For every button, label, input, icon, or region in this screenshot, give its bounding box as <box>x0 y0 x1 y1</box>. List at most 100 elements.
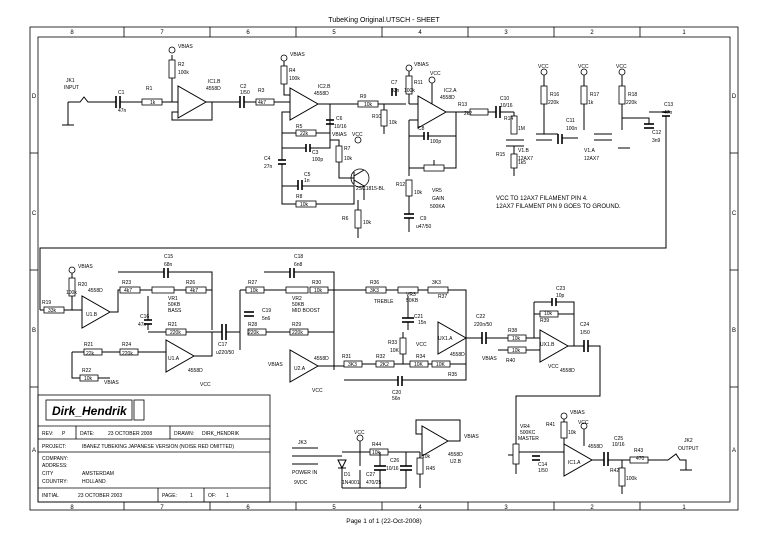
outer-border <box>29 26 739 511</box>
label-vbias: VBIAS <box>104 380 119 386</box>
label-c25: C25 <box>614 436 623 442</box>
label-c2v: 1/50 <box>240 90 250 96</box>
col-label: 3 <box>504 505 508 511</box>
label-c14: C14 <box>538 462 547 468</box>
output-stage <box>508 412 692 494</box>
inner-border <box>37 36 731 503</box>
page-value: 1 <box>190 493 193 499</box>
label-u2ap: 4558D <box>314 356 329 362</box>
company-label: COMPANY: <box>42 456 68 462</box>
label-c3: C3 <box>312 150 319 156</box>
initial-value: 23 OCTOBER 2003 <box>78 493 122 499</box>
label-vcc: VCC <box>200 382 211 388</box>
label-vr2: VR2 <box>292 296 302 302</box>
col-label: 6 <box>246 30 250 36</box>
col-label: 8 <box>70 30 74 36</box>
col-label: 5 <box>332 30 336 36</box>
label-d1: D1 <box>344 472 351 478</box>
label-r31: R31 <box>342 354 351 360</box>
label-c8v: 100p <box>430 139 441 145</box>
label-r27v: 10k <box>250 288 259 294</box>
label-r8: R8 <box>296 194 303 200</box>
label-r29v: 220k <box>292 330 303 336</box>
col-label: 1 <box>682 30 686 36</box>
label-vr3v: 50KB <box>406 298 419 304</box>
label-r15: R15 <box>496 152 505 158</box>
label-vbias: VBIAS <box>290 52 305 58</box>
label-vcc: VCC <box>538 64 549 70</box>
label-vcc: VCC <box>548 364 559 370</box>
label-vr5: VR5 <box>432 188 442 194</box>
label-r17: R17 <box>590 92 599 98</box>
label-c17: C17 <box>218 342 227 348</box>
row-label: D <box>32 94 37 100</box>
column-labels: 8 7 6 5 4 3 2 1 8 7 6 5 4 3 2 1 <box>70 30 686 511</box>
label-r41v: 10k <box>568 430 577 436</box>
label-r24v: 220k <box>170 330 181 336</box>
label-c9v: u47/50 <box>416 224 432 230</box>
label-r28: R28 <box>248 322 257 328</box>
tone-stage <box>40 266 601 420</box>
label-vbias: VBIAS <box>570 410 585 416</box>
label-r11v: 100k <box>404 88 415 94</box>
label-r19: R19 <box>42 300 51 306</box>
label-r15v: 1k5 <box>518 160 526 166</box>
label-vbias: VBIAS <box>414 62 429 68</box>
label-r1v: 1k <box>150 100 156 106</box>
label-c8: C8 <box>418 126 425 132</box>
label-r5: R5 <box>296 124 303 130</box>
label-vbias: VBIAS <box>332 132 347 138</box>
label-r33: R33 <box>388 340 397 346</box>
label-c3v: 100p <box>312 157 323 163</box>
label-v1b: V1.B <box>518 148 530 154</box>
label-ic2bp: 4558D <box>314 91 329 97</box>
input-stage <box>39 46 670 310</box>
col-label: 4 <box>418 30 422 36</box>
label-ic1bp: 4558D <box>206 86 221 92</box>
label-r14v: 1M <box>518 126 525 132</box>
label-vbias: VBIAS <box>268 362 283 368</box>
label-r21: R21 <box>168 322 177 328</box>
label-r7: R7 <box>344 146 351 152</box>
label-vcc: VCC <box>578 64 589 70</box>
label-c4: C4 <box>264 156 271 162</box>
of-label: OF: <box>208 493 216 499</box>
col-label: 2 <box>590 30 594 36</box>
label-c23v: 10p <box>556 293 565 299</box>
label-c27: C27 <box>366 472 375 478</box>
label-c20: C20 <box>392 390 401 396</box>
sheet-footer: Page 1 of 1 (22-Oct-2008) <box>346 518 422 525</box>
label-r28v: 220k <box>248 330 259 336</box>
label-c7v: 33n <box>391 88 400 94</box>
label-r41: R41 <box>546 422 555 428</box>
label-r21v: 22k <box>86 351 95 357</box>
label-c10: C10 <box>500 96 509 102</box>
label-u1ap: 4558D <box>188 368 203 374</box>
label-c5v: 1n <box>304 178 310 184</box>
label-c10v: 10/16 <box>500 103 513 109</box>
date-label: DATE: <box>80 431 94 437</box>
of-value: 1 <box>226 493 229 499</box>
label-r35v: 10K <box>436 362 446 368</box>
label-c1v: 47n <box>118 108 127 114</box>
row-label: D <box>732 94 737 100</box>
label-r10v: 10k <box>389 120 398 126</box>
label-c9: C9 <box>420 216 427 222</box>
label-output: OUTPUT <box>678 446 699 452</box>
label-r40v: 10k <box>512 348 521 354</box>
label-bass: BASS <box>168 308 182 314</box>
label-r10: R10 <box>372 114 381 120</box>
label-v1a: V1.A <box>584 148 596 154</box>
label-r42v: 100k <box>626 476 637 482</box>
label-c22v: 220n/50 <box>474 322 492 328</box>
label-c12: C12 <box>652 130 661 136</box>
label-u1bp: 4558D <box>88 288 103 294</box>
label-r36: R36 <box>370 280 379 286</box>
label-c7: C7 <box>391 80 398 86</box>
rev-label: REV: <box>42 431 53 437</box>
label-vcc: VCC <box>416 342 427 348</box>
row-label: A <box>32 448 36 454</box>
label-vcc: VCC <box>352 132 363 138</box>
label-r29: R29 <box>292 322 301 328</box>
